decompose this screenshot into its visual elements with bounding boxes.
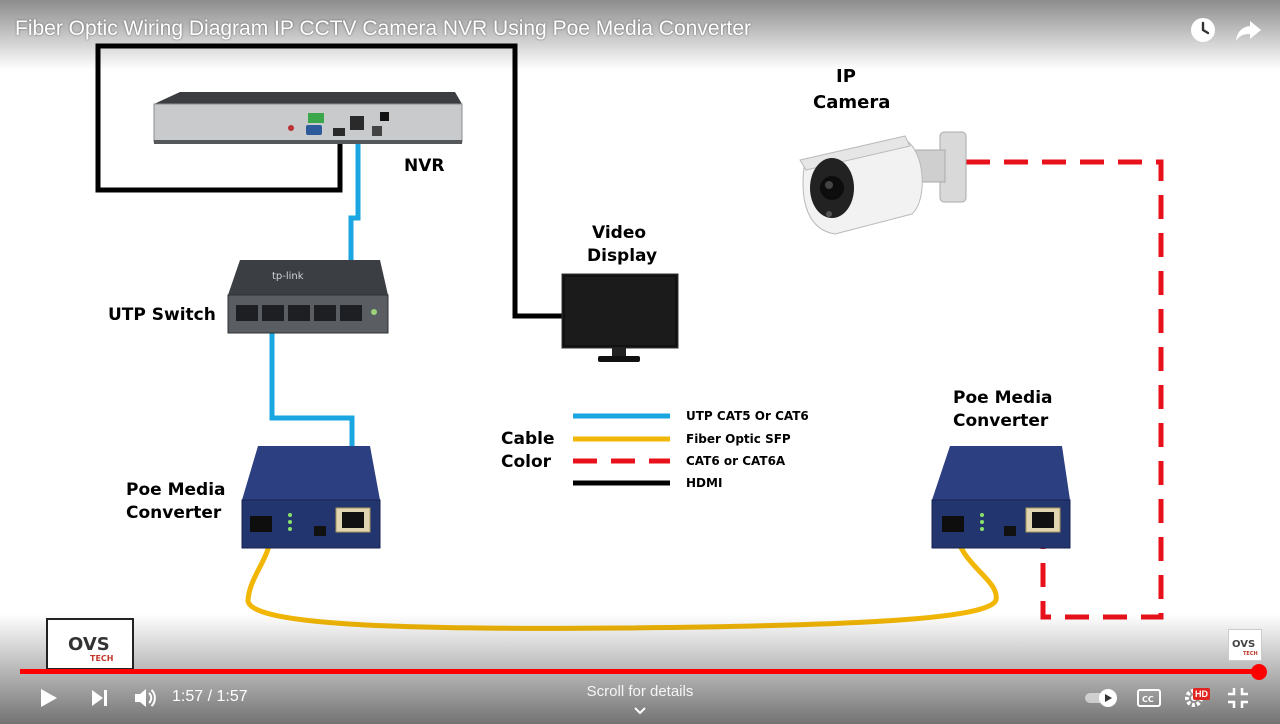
hdmi-cable (95, 43, 565, 319)
play-icon (41, 689, 57, 707)
share-icon[interactable] (1232, 14, 1264, 46)
video-title[interactable]: Fiber Optic Wiring Diagram IP CCTV Camer… (15, 17, 752, 40)
legend-label-utp: UTP CAT5 Or CAT6 (686, 409, 809, 423)
ip-camera-device (799, 131, 967, 235)
poe-converter-left-label-line2: Converter (126, 503, 222, 523)
watermark-logo[interactable]: OVS TECH (1228, 629, 1262, 661)
exit-fullscreen-icon (1228, 688, 1248, 708)
legend-label-fiber: Fiber Optic SFP (686, 432, 791, 446)
utp-switch-device (227, 260, 389, 334)
chevron-down-icon[interactable] (633, 703, 647, 721)
legend-title-line1: Cable (501, 429, 554, 449)
next-icon (92, 690, 107, 706)
poe-converter-right-label-line2: Converter (953, 411, 1049, 431)
video-display-label-line1: Video (592, 223, 646, 243)
captions-button[interactable]: CC (1136, 686, 1162, 715)
time-display: 1:57 / 1:57 (172, 688, 248, 705)
ovs-watermark: OVS TECH (1232, 639, 1258, 657)
svg-text:OVS: OVS (68, 634, 110, 655)
legend-label-hdmi: HDMI (686, 476, 722, 490)
legend: UTP CAT5 Or CAT6 Fiber Optic SFP CAT6 or… (573, 409, 809, 490)
svg-text:CC: CC (1142, 695, 1154, 704)
ip-camera-label-line2: Camera (813, 92, 890, 113)
nvr-label: NVR (404, 156, 444, 176)
play-button[interactable] (36, 686, 60, 715)
scroll-hint[interactable]: Scroll for details (586, 683, 694, 700)
video-display-label-line2: Display (587, 246, 657, 266)
exit-fullscreen-button[interactable] (1226, 686, 1250, 715)
legend-label-cat6: CAT6 or CAT6A (686, 454, 786, 468)
captions-icon: CC (1137, 689, 1161, 707)
switch-brand-text: tp-link (272, 271, 304, 282)
svg-text:TECH: TECH (90, 654, 114, 663)
progress-scrubber[interactable] (1251, 664, 1267, 680)
nvr-device (153, 92, 463, 144)
utp-switch-label: UTP Switch (108, 305, 216, 325)
legend-title-line2: Color (501, 452, 552, 472)
poe-converter-right-device (931, 446, 1071, 549)
ip-camera-label-line1: IP (836, 66, 856, 87)
next-button[interactable] (88, 686, 112, 715)
svg-text:OVS: OVS (1232, 639, 1255, 650)
channel-logo[interactable]: OVS TECH (46, 618, 134, 670)
poe-converter-left-device (241, 446, 381, 549)
svg-text:TECH: TECH (1243, 651, 1258, 657)
ovs-logo: OVS TECH (68, 634, 114, 663)
volume-icon (135, 689, 156, 707)
hd-badge: HD (1193, 688, 1210, 700)
progress-bar[interactable] (20, 669, 1260, 674)
video-display-device (561, 273, 679, 362)
autoplay-toggle-icon (1085, 689, 1117, 707)
watch-later-icon[interactable] (1187, 14, 1219, 46)
poe-converter-right-label-line1: Poe Media (953, 388, 1053, 408)
autoplay-toggle[interactable] (1084, 688, 1120, 713)
volume-button[interactable] (132, 685, 158, 716)
progress-played (20, 669, 1260, 674)
poe-converter-left-label-line1: Poe Media (126, 480, 226, 500)
utp-cable-nvr-switch (348, 118, 361, 300)
